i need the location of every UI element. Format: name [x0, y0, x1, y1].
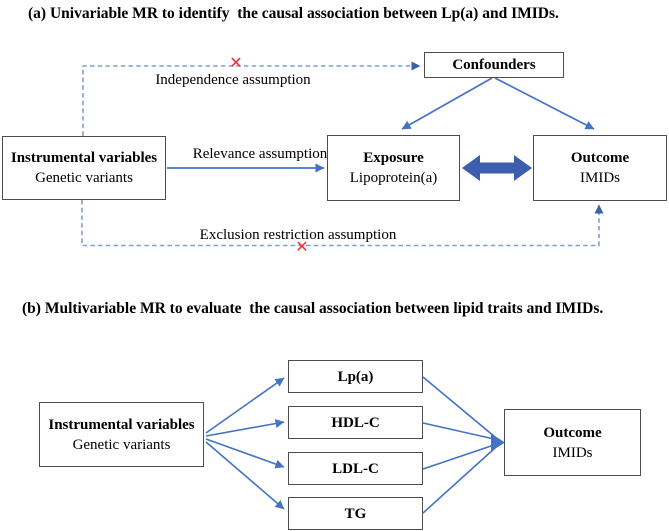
iv-a-line2: Genetic variants: [35, 170, 133, 186]
outcome-b-line1: Outcome: [543, 424, 602, 441]
confounders-to-exposure-arrow: [401, 77, 493, 130]
independence-assumption-label: Independence assumption: [155, 72, 311, 88]
red-cross-icon: ✕: [229, 53, 243, 72]
red-cross-icon: ✕: [295, 237, 309, 256]
lpa-to-outcome-line: [422, 376, 496, 438]
box-confounders: Confounders: [424, 52, 564, 78]
exclusion-dashed-arrow: [81, 200, 604, 247]
iv-to-ldl-arrow: [205, 438, 285, 469]
exposure-outcome-double-arrow: [462, 155, 532, 181]
panel-a-title: (a) Univariable MR to identify the causa…: [28, 5, 559, 22]
exposure-line2: Lipoprotein(a): [349, 170, 438, 186]
independence-dashed-arrow: [82, 61, 421, 136]
tg-label: TG: [344, 505, 367, 522]
box-exposure: Exposure Lipoprotein(a): [327, 135, 460, 201]
hdl-c-label: HDL-C: [331, 414, 380, 431]
hdl-to-outcome-line: [422, 422, 495, 440]
iv-a-line1: Instrumental variables: [10, 150, 158, 166]
confounders-label: Confounders: [452, 57, 536, 73]
box-outcome-a: Outcome IMIDs: [533, 135, 667, 201]
exposure-line1: Exposure: [363, 150, 424, 166]
box-outcome-b: Outcome IMIDs: [504, 409, 641, 476]
iv-b-line2: Genetic variants: [72, 436, 171, 453]
box-instrumental-variables-a: Instrumental variables Genetic variants: [2, 136, 166, 200]
outcome-a-line1: Outcome: [570, 150, 630, 166]
lpa-label: Lp(a): [337, 368, 374, 385]
outcome-a-line2: IMIDs: [580, 170, 620, 186]
tg-to-outcome-line: [422, 447, 496, 514]
box-ldl-c: LDL-C: [288, 452, 423, 485]
exclusion-restriction-assumption-label: Exclusion restriction assumption: [199, 227, 397, 243]
iv-to-tg-arrow: [205, 441, 285, 510]
ldl-c-label: LDL-C: [332, 460, 379, 477]
relevance-assumption-label: Relevance assumption: [192, 146, 328, 162]
box-tg: TG: [288, 497, 423, 530]
iv-to-hdl-arrow: [205, 419, 285, 437]
iv-b-line1: Instrumental variables: [48, 416, 195, 433]
panel-b-title: (b) Multivariable MR to evaluate the cau…: [22, 300, 604, 317]
converge-arrowhead: [491, 433, 505, 452]
iv-to-lpa-arrow: [205, 377, 285, 434]
confounders-to-outcome-arrow: [494, 77, 595, 130]
ldl-to-outcome-line: [422, 444, 495, 470]
box-lpa: Lp(a): [288, 360, 423, 393]
outcome-b-line2: IMIDs: [552, 444, 593, 461]
box-hdl-c: HDL-C: [288, 406, 423, 439]
box-instrumental-variables-b: Instrumental variables Genetic variants: [39, 402, 204, 467]
